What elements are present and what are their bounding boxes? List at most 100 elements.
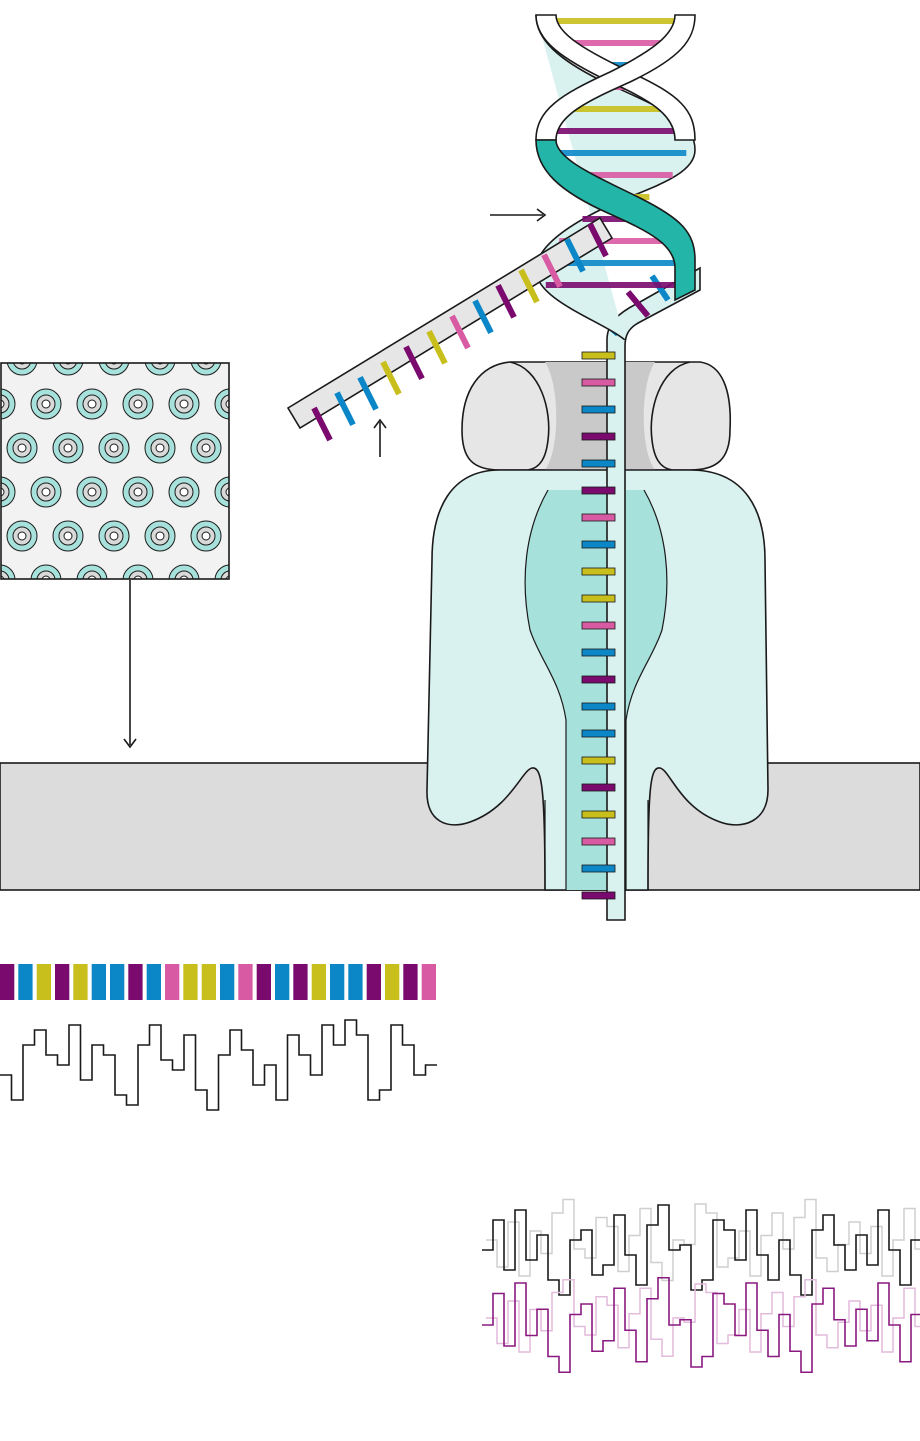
array-nanopore: [76, 388, 108, 420]
pore-base-pink: [581, 513, 616, 522]
strand-base-yellow: [380, 360, 402, 396]
array-nanopore: [98, 432, 130, 464]
strand-base-yellow: [518, 268, 540, 304]
array-nanopore: [98, 363, 130, 376]
pore-base-blue: [581, 405, 616, 414]
base-sequence-bar: [0, 964, 436, 1000]
sequence-base-blue: [220, 964, 235, 1000]
sequence-base-purple: [366, 964, 381, 1000]
sequence-base-purple: [403, 964, 418, 1000]
pore-base-yellow: [581, 810, 616, 819]
strand-base-purple: [587, 222, 609, 258]
sequence-base-yellow: [73, 964, 88, 1000]
pore-base-pink: [581, 837, 616, 846]
strand-base-purple: [311, 406, 333, 442]
array-nanopore: [261, 565, 291, 595]
array-nanopore: [283, 521, 313, 551]
array-nanopore: [1, 388, 16, 420]
array-nanopore: [6, 520, 38, 552]
array-nanopore: [144, 520, 176, 552]
strand-base-blue: [357, 375, 379, 411]
pore-base-blue: [581, 459, 616, 468]
array-nanopore: [52, 363, 84, 376]
array-nanopore: [122, 476, 154, 508]
current-trace: [0, 1019, 437, 1111]
array-nanopore: [144, 432, 176, 464]
sequence-base-blue: [330, 964, 345, 1000]
strand-base-blue: [334, 391, 356, 427]
array-nanopore: [261, 477, 291, 507]
sequence-base-blue: [348, 964, 363, 1000]
pore-base-yellow: [581, 594, 616, 603]
pore-base-purple: [581, 783, 616, 792]
signal-trace: [482, 1276, 920, 1374]
signal-trace-ghost: [486, 1279, 920, 1357]
helix-backbone-teal: [535, 139, 696, 302]
array-nanopore: [283, 345, 313, 375]
sequence-base-blue: [146, 964, 161, 1000]
strand-base-yellow: [426, 329, 448, 365]
array-nanopore: [76, 564, 108, 579]
sequence-base-yellow: [201, 964, 216, 1000]
pore-base-purple: [581, 432, 616, 441]
pore-base-yellow: [581, 756, 616, 765]
array-nanopore: [214, 564, 229, 579]
sequence-base-yellow: [385, 964, 400, 1000]
sequence-base-blue: [275, 964, 290, 1000]
helix-to-unzipping-arrow: [490, 208, 547, 222]
sequence-base-purple: [55, 964, 70, 1000]
sequence-base-yellow: [311, 964, 326, 1000]
sequence-base-purple: [0, 964, 15, 1000]
strand-base-purple: [403, 345, 425, 381]
array-nanopore: [237, 433, 267, 463]
pore-base-pink: [581, 378, 616, 387]
pore-base-yellow: [581, 567, 616, 576]
helix-rung-purple: [545, 282, 687, 288]
sequence-base-blue: [91, 964, 106, 1000]
helix-rung-blue: [545, 150, 687, 156]
pore-base-pink: [581, 621, 616, 630]
pore-base-blue: [581, 729, 616, 738]
strand-base-pink: [541, 253, 563, 289]
pore-base-blue: [581, 702, 616, 711]
array-nanopore: [190, 363, 222, 376]
sequence-base-pink: [421, 964, 436, 1000]
helix-rung-blue: [545, 260, 687, 266]
pore-constriction: [525, 490, 667, 890]
array-nanopore: [122, 388, 154, 420]
array-nanopore: [1, 476, 16, 508]
array-nanopore: [237, 345, 267, 375]
array-nanopore: [144, 363, 176, 376]
helix-rung-purple: [582, 216, 650, 222]
pore-cap-channel: [545, 362, 655, 470]
strand-base-purple: [495, 283, 517, 319]
reference-trace: [482, 1204, 920, 1296]
array-nanopore: [214, 388, 229, 420]
strand-base-pink: [449, 314, 471, 350]
single-dna-strand: [286, 216, 614, 442]
array-nanopore: [168, 564, 200, 579]
array-nanopore: [283, 433, 313, 463]
pore-base-blue: [581, 864, 616, 873]
array-nanopore: [76, 476, 108, 508]
sequence-base-purple: [128, 964, 143, 1000]
helix-rung-purple: [545, 128, 687, 134]
sequence-base-blue: [18, 964, 33, 1000]
helix-rung-yellow: [545, 18, 687, 24]
sequence-base-yellow: [183, 964, 198, 1000]
pore-base-yellow: [581, 351, 616, 360]
array-nanopore: [30, 476, 62, 508]
array-to-membrane-arrow: [123, 580, 137, 749]
array-nanopore: [190, 520, 222, 552]
array-nanopore: [214, 476, 229, 508]
array-nanopore: [261, 389, 291, 419]
array-nanopore: [6, 363, 38, 376]
array-nanopore: [122, 564, 154, 579]
helix-rung-pink: [559, 238, 673, 244]
array-nanopore: [190, 432, 222, 464]
reference-trace-ghost: [486, 1198, 920, 1282]
sequence-base-purple: [293, 964, 308, 1000]
pore-base-purple: [625, 290, 651, 318]
